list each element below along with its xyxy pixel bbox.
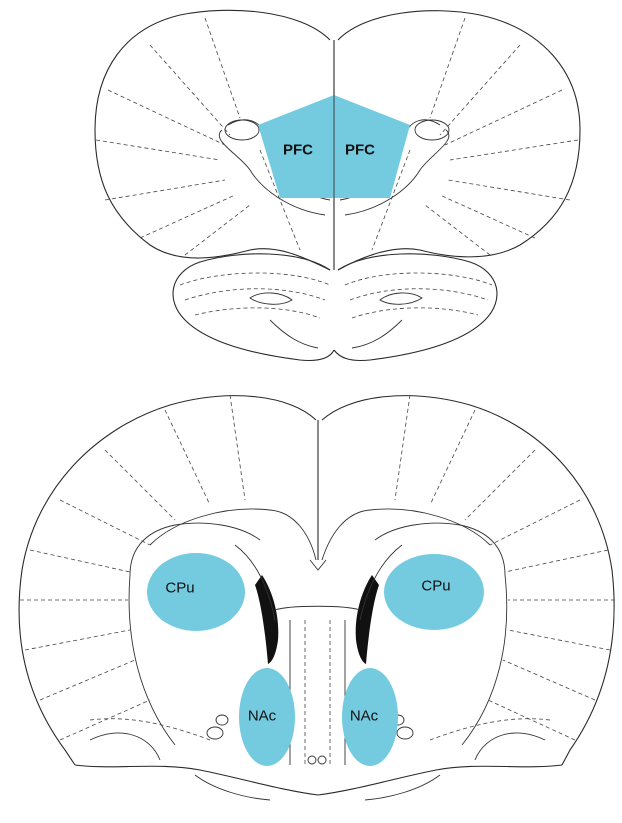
top-right-olfactory-outline	[334, 254, 497, 361]
cpu-left-label: CPu	[165, 580, 194, 597]
cpu-right-label: CPu	[421, 578, 450, 595]
pfc-left-label: PFC	[283, 142, 313, 159]
bottom-brain-section: CPu CPu NAc NAc	[19, 395, 615, 800]
top-left-forceps	[225, 120, 259, 140]
right-lateral-ventricle	[356, 575, 379, 664]
nac-left-label: NAc	[248, 708, 277, 725]
pfc-right-label: PFC	[345, 142, 375, 159]
cpu-left-region	[147, 553, 245, 631]
top-brain-section: PFC PFC	[95, 10, 580, 360]
nac-right-label: NAc	[350, 708, 379, 725]
top-right-forceps	[415, 120, 449, 140]
top-left-olfactory-outline	[173, 254, 334, 361]
